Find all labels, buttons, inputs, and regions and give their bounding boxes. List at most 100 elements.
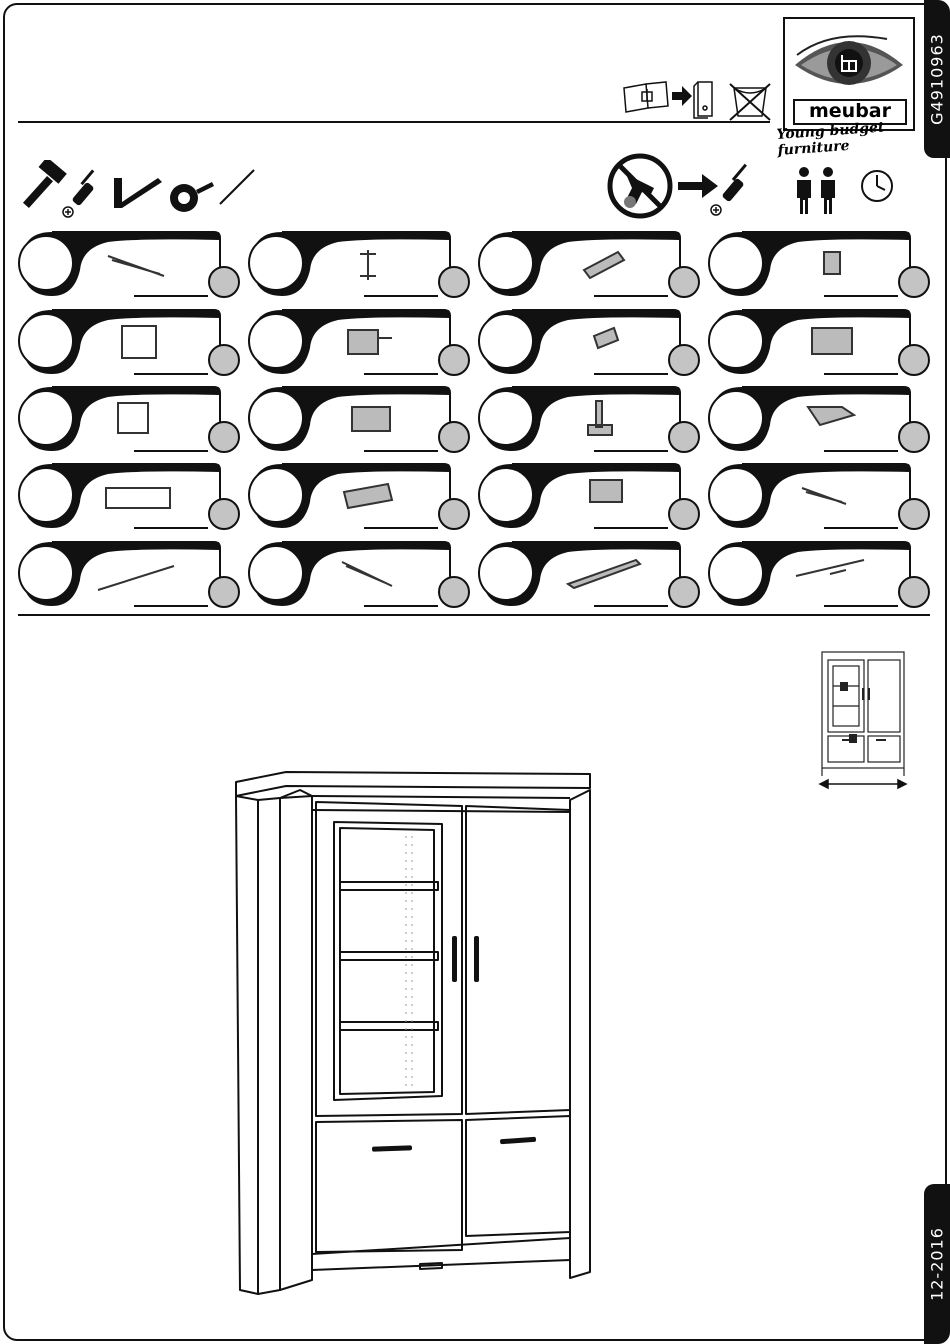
brand-logo: meubar — [783, 17, 915, 131]
part-quantity-circle — [709, 391, 763, 445]
shelf-support-clip-icon — [588, 401, 612, 435]
part-wooden-dowel — [248, 462, 470, 528]
part-id-circle — [669, 267, 699, 297]
assembly-requirements — [606, 152, 902, 222]
drawer-connector-icon — [590, 480, 622, 502]
part-hinge-mounting-plate — [18, 308, 240, 374]
cabinet-illustration — [216, 760, 606, 1310]
no-power-drill-icon — [610, 156, 670, 216]
part-id-circle — [209, 345, 239, 375]
shelf-support-pin-icon — [824, 252, 840, 274]
part-id-circle — [439, 499, 469, 529]
part-quantity-circle — [479, 391, 533, 445]
part-led-light-cable — [708, 540, 930, 606]
part-quantity-circle — [479, 546, 533, 600]
part-connector-pin — [478, 308, 700, 374]
part-id-circle — [899, 422, 929, 452]
part-quantity-circle — [249, 236, 303, 290]
part-plastic-plug — [478, 230, 700, 296]
parts-divider — [18, 614, 930, 616]
part-id-circle — [209, 267, 239, 297]
part-cam-lock-housing — [708, 308, 930, 374]
led-strip-icon — [98, 566, 174, 590]
part-id-circle — [669, 422, 699, 452]
part-quantity-circle — [479, 236, 533, 290]
short-wood-screw-icon — [802, 488, 846, 504]
part-id-circle — [439, 422, 469, 452]
part-long-wood-screw — [18, 230, 240, 296]
part-quantity-circle — [249, 314, 303, 368]
handle-bar-icon — [568, 560, 640, 588]
pencil-icon — [220, 170, 254, 204]
long-wood-screw-icon — [108, 256, 164, 276]
open-booklet-icon — [624, 82, 668, 112]
part-id-circle — [209, 422, 239, 452]
cam-lock-housing-icon — [812, 328, 852, 354]
cam-fitting-icon — [360, 250, 376, 280]
tools-icons — [22, 160, 262, 220]
part-quantity-circle — [19, 546, 73, 600]
eye-emblem — [791, 25, 907, 99]
part-cup-hinge — [248, 308, 470, 374]
part-id-circle — [209, 499, 239, 529]
part-drawer-hinge — [708, 385, 930, 451]
part-quantity-circle — [479, 468, 533, 522]
tape-measure-icon — [170, 182, 214, 212]
cup-hinge-icon — [348, 330, 392, 354]
wooden-dowel-large-icon — [106, 488, 170, 508]
part-id-circle — [209, 577, 239, 607]
part-quantity-circle — [249, 546, 303, 600]
part-quantity-circle — [249, 468, 303, 522]
part-id-circle — [439, 267, 469, 297]
part-id-circle — [669, 499, 699, 529]
two-persons-icon — [797, 167, 835, 214]
drawer-hinge-icon — [808, 407, 854, 425]
no-washing-icon — [730, 84, 770, 120]
part-corner-bracket — [18, 385, 240, 451]
width-arrow — [820, 780, 906, 788]
part-quantity-circle — [479, 314, 533, 368]
part-id-circle — [899, 577, 929, 607]
machine-screw-icon — [342, 562, 392, 586]
part-id-circle — [439, 577, 469, 607]
phillips-screwdriver-icon — [711, 164, 747, 215]
binder-icon — [694, 82, 712, 118]
plastic-plug-icon — [584, 252, 624, 278]
part-id-circle — [899, 267, 929, 297]
part-quantity-circle — [19, 468, 73, 522]
part-cam-fitting — [248, 230, 470, 296]
date-tab: 12-2016 — [924, 1184, 950, 1344]
part-machine-screw — [248, 540, 470, 606]
arrow-right-icon — [678, 174, 718, 198]
part-quantity-circle — [709, 546, 763, 600]
part-id-circle — [899, 345, 929, 375]
cabinet-thumbnail — [812, 648, 912, 794]
led-light-cable-icon — [796, 560, 864, 576]
part-quantity-circle — [249, 391, 303, 445]
clock-icon — [862, 171, 892, 201]
part-quantity-circle — [19, 314, 73, 368]
square-ruler-icon — [114, 178, 162, 208]
manual-icons — [622, 78, 772, 122]
document-date: 12-2016 — [928, 1227, 947, 1301]
arrow-right-icon — [672, 86, 692, 106]
part-quantity-circle — [19, 391, 73, 445]
part-quantity-circle — [709, 236, 763, 290]
part-shelf-support-clip — [478, 385, 700, 451]
wooden-dowel-icon — [344, 484, 392, 508]
part-id-circle — [899, 499, 929, 529]
part-shelf-support-pin — [708, 230, 930, 296]
lock-block-icon — [352, 407, 390, 431]
hammer-icon — [23, 160, 67, 208]
part-handle-bar — [478, 540, 700, 606]
part-quantity-circle — [709, 314, 763, 368]
part-wooden-dowel-large — [18, 462, 240, 528]
part-id-circle — [439, 345, 469, 375]
part-short-wood-screw — [708, 462, 930, 528]
part-id-circle — [669, 345, 699, 375]
part-quantity-circle — [709, 468, 763, 522]
part-quantity-circle — [19, 236, 73, 290]
part-lock-block — [248, 385, 470, 451]
phillips-screwdriver-icon — [63, 169, 95, 217]
corner-bracket-icon — [118, 403, 148, 433]
